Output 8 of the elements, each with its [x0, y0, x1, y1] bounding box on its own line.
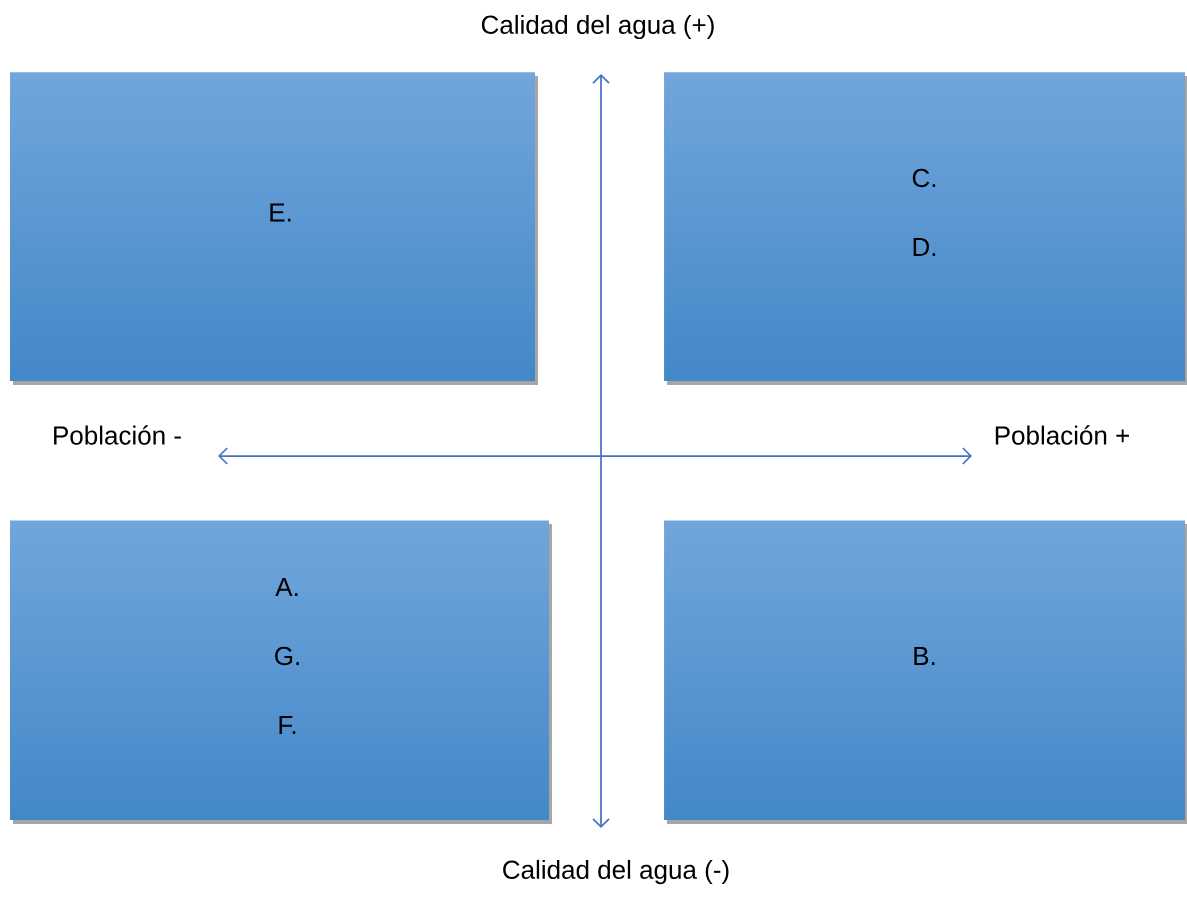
- axis-label: Calidad del agua (+): [481, 14, 714, 40]
- quadrant-box: E.: [10, 72, 538, 385]
- quadrant-box: A. G. F.: [10, 520, 552, 824]
- axis-label: Población -: [54, 425, 181, 445]
- quadrant-box: B.: [664, 520, 1187, 824]
- axis-label: Calidad del agua (-): [503, 859, 729, 885]
- quadrant-box: C. D.: [664, 72, 1187, 385]
- axis-label: Población +: [995, 425, 1129, 445]
